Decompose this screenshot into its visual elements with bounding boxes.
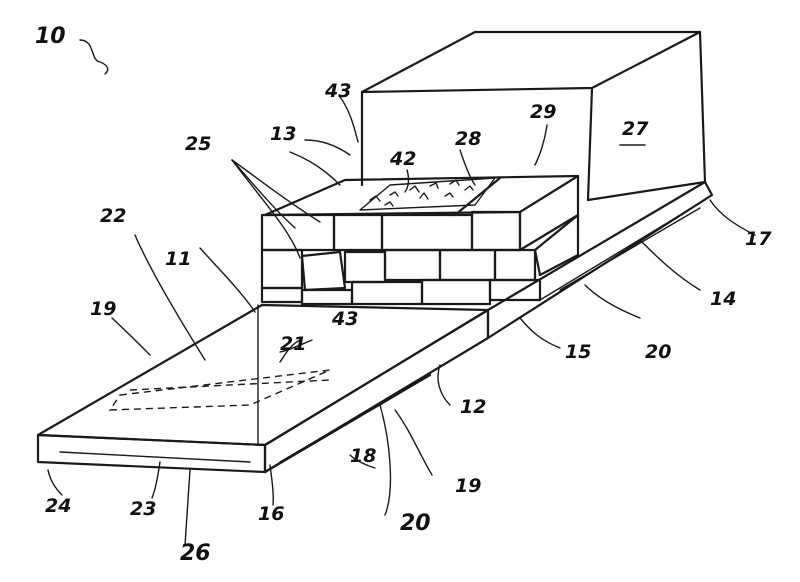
ref-25: 25 [185, 133, 211, 155]
ref-13-top: 13 [270, 123, 296, 145]
rear-housing [360, 30, 707, 202]
ref-10: 10 [35, 24, 66, 49]
ref-18: 18 [350, 445, 376, 467]
ref-43-top: 43 [324, 80, 351, 102]
ref-23: 23 [130, 498, 156, 520]
ref-43-bottom: 43 [331, 308, 358, 330]
ref-19-bottom: 19 [455, 475, 481, 497]
ref-21: 21 [280, 333, 306, 355]
ref-17: 17 [745, 228, 772, 250]
ref-28: 28 [455, 128, 481, 150]
ref-24: 24 [45, 495, 71, 517]
ref-27: 27 [622, 118, 649, 140]
ref-14: 14 [710, 288, 736, 310]
ref-11: 11 [165, 248, 191, 270]
ref-20-right: 20 [645, 341, 671, 363]
reference-numerals: 10 43 27 29 25 13 42 28 22 11 17 19 14 4… [35, 24, 772, 566]
stone-block-stack [260, 174, 580, 306]
ref-29: 29 [530, 101, 556, 123]
ref-26: 26 [180, 541, 211, 566]
ref-20-bottom: 20 [400, 511, 431, 536]
ref-42: 42 [389, 148, 416, 170]
ref-19-left: 19 [90, 298, 116, 320]
ref-16: 16 [258, 503, 284, 525]
base-slab [36, 180, 714, 474]
ref-12: 12 [460, 396, 486, 418]
leader-lines [47, 39, 756, 546]
ref-15: 15 [565, 341, 591, 363]
ref-22: 22 [100, 205, 126, 227]
